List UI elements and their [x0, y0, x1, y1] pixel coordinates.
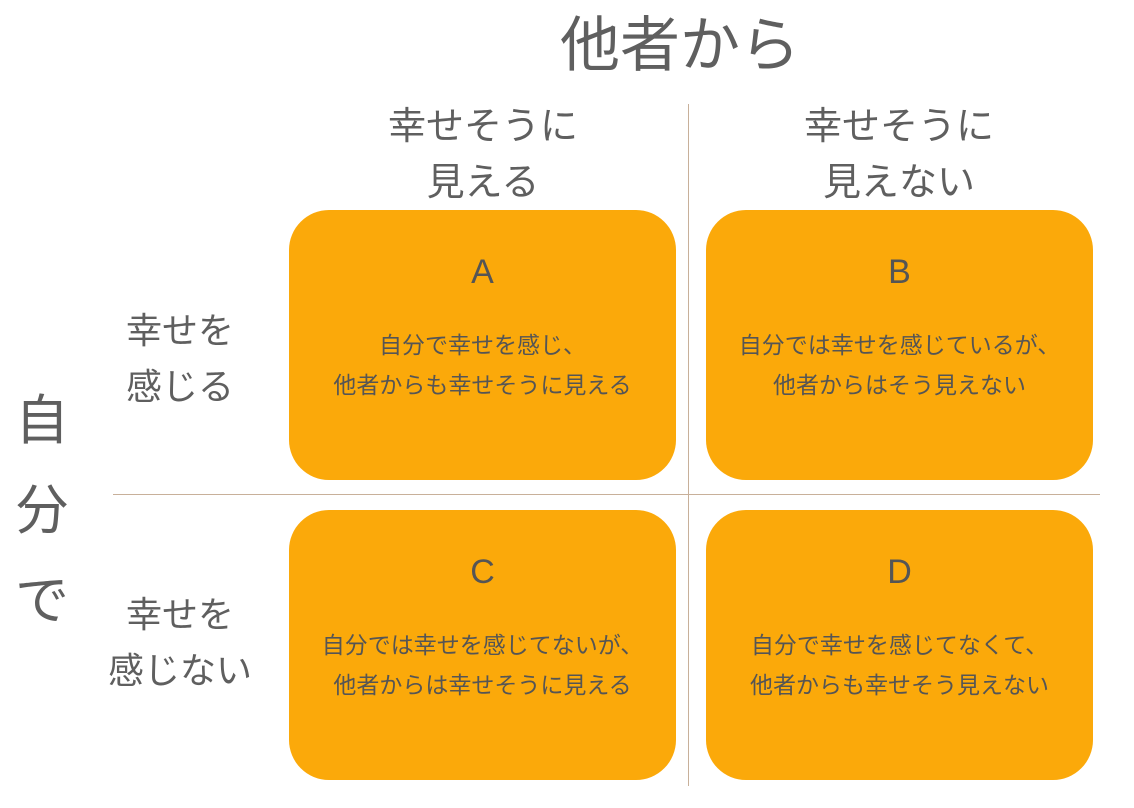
quadrant-letter: D	[887, 553, 912, 591]
side-label-char: 分	[15, 479, 69, 542]
quadrant-letter: B	[888, 253, 911, 291]
row-header-not-feel-happy: 幸せを 感じない	[90, 588, 270, 700]
quadrant-d: D 自分で幸せを感じてなくて、 他者からも幸せそう見えない	[706, 510, 1093, 780]
quadrant-letter: A	[471, 253, 494, 291]
row-header-line: 感じる	[125, 367, 234, 408]
quadrant-description: 自分で幸せを感じてなくて、 他者からも幸せそう見えない	[706, 626, 1093, 706]
quadrant-description-line: 自分では幸せを感じているが、	[738, 333, 1061, 359]
column-header-line: 幸せそうに	[387, 104, 578, 148]
side-label-char: 自	[15, 389, 69, 452]
row-header-line: 幸せを	[125, 311, 234, 352]
diagram-title-others: 他者から	[560, 11, 800, 81]
quadrant-c: C 自分では幸せを感じてないが、 他者からは幸せそうに見える	[289, 510, 676, 780]
column-header-line: 見える	[426, 160, 540, 204]
row-header-line: 幸せを	[125, 595, 234, 636]
quadrant-description-line: 他者からも幸せそうに見える	[333, 373, 632, 399]
quadrant-description-line: 自分で幸せを感じてなくて、	[750, 633, 1049, 659]
horizontal-divider	[113, 494, 1100, 495]
quadrant-description-line: 他者からは幸せそうに見える	[333, 673, 632, 699]
row-header-feels-happy: 幸せを 感じる	[90, 304, 270, 416]
quadrant-description: 自分では幸せを感じているが、 他者からはそう見えない	[706, 326, 1093, 406]
quadrant-description-line: 自分で幸せを感じ、	[379, 333, 586, 359]
quadrant-letter: C	[470, 553, 495, 591]
column-header-not-appear-happy: 幸せそうに 見えない	[749, 98, 1049, 210]
column-header-line: 幸せそうに	[803, 104, 994, 148]
quadrant-description: 自分では幸せを感じてないが、 他者からは幸せそうに見える	[289, 626, 676, 706]
quadrant-b: B 自分では幸せを感じているが、 他者からはそう見えない	[706, 210, 1093, 480]
quadrant-description-line: 自分では幸せを感じてないが、	[321, 633, 644, 659]
vertical-divider	[688, 104, 689, 786]
column-header-line: 見えない	[822, 160, 975, 204]
quadrant-description-line: 他者からも幸せそう見えない	[750, 673, 1049, 699]
quadrant-a: A 自分で幸せを感じ、 他者からも幸せそうに見える	[289, 210, 676, 480]
side-label-self: 自 分 で	[10, 376, 74, 646]
column-header-appears-happy: 幸せそうに 見える	[333, 98, 633, 210]
quadrant-description: 自分で幸せを感じ、 他者からも幸せそうに見える	[289, 326, 676, 406]
side-label-char: で	[15, 569, 69, 632]
row-header-line: 感じない	[107, 651, 252, 692]
quadrant-description-line: 他者からはそう見えない	[773, 373, 1026, 399]
